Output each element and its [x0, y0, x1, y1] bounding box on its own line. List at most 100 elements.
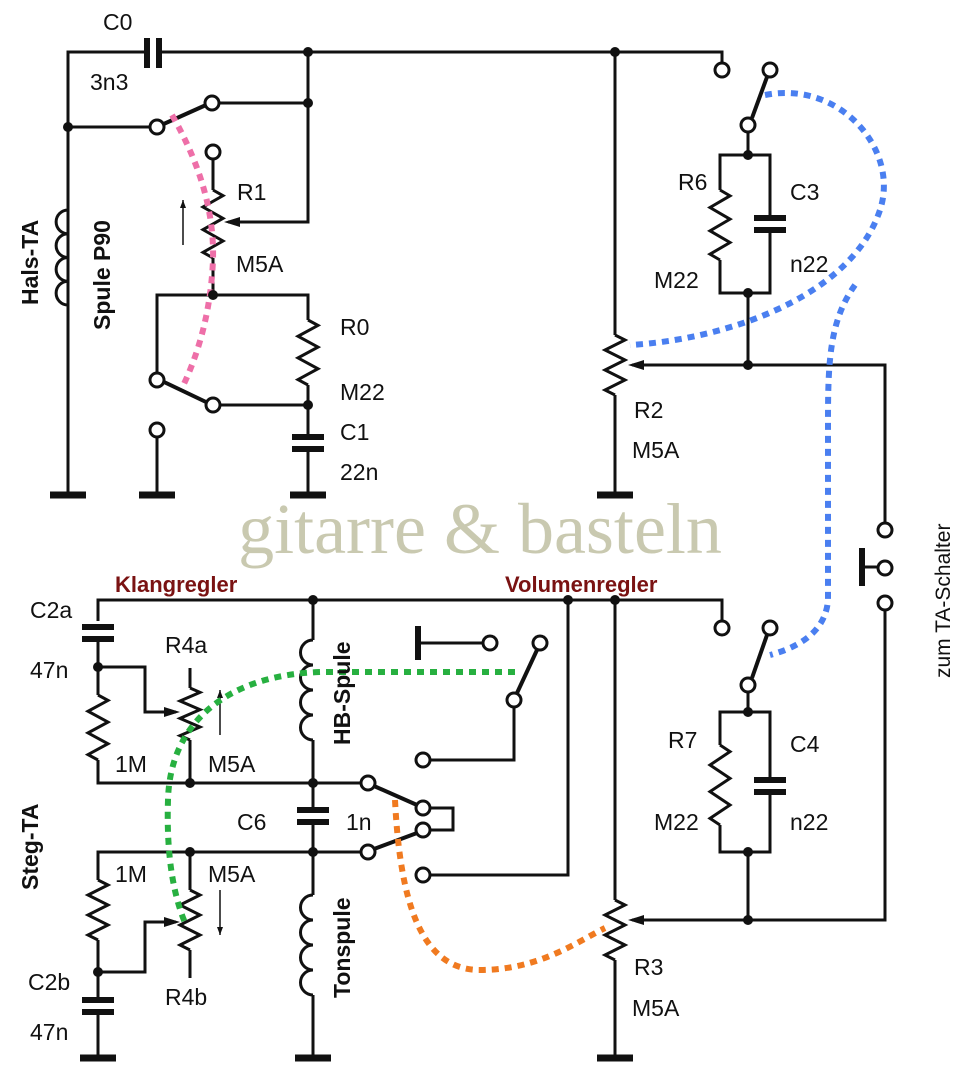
- junction-dot: [208, 290, 218, 300]
- r2-value: M5A: [632, 437, 680, 463]
- r1-direction-arrow: [180, 200, 186, 208]
- r0-value: M22: [340, 379, 385, 405]
- r1-label: R1: [237, 179, 266, 205]
- c4-label: C4: [790, 731, 820, 757]
- junction-dot: [610, 47, 620, 57]
- wire: [96, 850, 361, 880]
- r3-value: M5A: [632, 995, 680, 1021]
- junction-dot: [743, 150, 753, 160]
- wire: [430, 600, 570, 877]
- r4-linkage-green: [164, 669, 515, 927]
- junction-dot: [743, 707, 753, 717]
- neck-pickup-label: Hals-TA: [17, 220, 43, 305]
- wire: [632, 363, 887, 523]
- neck-coil-label: Spule P90: [89, 220, 115, 330]
- junction-dot: [563, 595, 573, 605]
- wire: [430, 707, 516, 762]
- c0-value: 3n3: [90, 69, 128, 95]
- r4a-fixed-resistor: [84, 693, 112, 762]
- c3-value: n22: [790, 251, 828, 277]
- junction-dot: [93, 662, 103, 672]
- r6-resistor: [707, 188, 733, 262]
- switch-terminal: [414, 866, 432, 884]
- r2-potentiometer: [601, 333, 629, 397]
- r6-value: M22: [654, 267, 699, 293]
- c1-value: 22n: [340, 459, 378, 485]
- wires: [50, 38, 887, 1062]
- switch-terminal: [414, 751, 432, 769]
- c3-label: C3: [790, 179, 819, 205]
- c2b-label: C2b: [28, 969, 70, 995]
- r1-potentiometer: [199, 188, 227, 260]
- r4a-fixed-label: 1M: [115, 751, 147, 777]
- switch-terminal: [414, 821, 432, 839]
- switch-terminal: [876, 559, 894, 577]
- wire: [96, 760, 361, 785]
- r1-value: M5A: [236, 251, 284, 277]
- junction-dot: [63, 122, 73, 132]
- junction-dot: [743, 915, 753, 925]
- wire: [430, 806, 455, 832]
- tone-coil: [299, 893, 314, 997]
- switch-lever: [515, 649, 539, 694]
- c6-value: 1n: [346, 809, 372, 835]
- switch-terminal: [359, 843, 377, 861]
- wiper-arrowhead: [164, 917, 180, 927]
- switch-lever: [156, 103, 207, 129]
- c1-label: C1: [340, 419, 369, 445]
- r7-value: M22: [654, 809, 699, 835]
- switch-terminal: [713, 61, 731, 79]
- r4b-potentiometer: [176, 888, 204, 952]
- junction-dot: [308, 778, 318, 788]
- wire: [718, 710, 772, 780]
- switch-terminal: [713, 619, 731, 637]
- watermark: gitarre & basteln: [238, 489, 722, 569]
- r6-label: R6: [678, 169, 707, 195]
- switch-terminal: [761, 619, 779, 637]
- r4b-value: M5A: [208, 861, 256, 887]
- switch-terminal: [505, 691, 523, 709]
- r3-linkage-blue: [769, 283, 858, 658]
- switch-lever: [373, 784, 418, 807]
- junction-dot: [743, 847, 753, 857]
- c2a-label: C2a: [30, 597, 72, 623]
- wiper-arrowhead: [224, 217, 240, 227]
- r4a-value: M5A: [208, 751, 256, 777]
- wiper-arrowhead: [628, 915, 644, 925]
- switch-terminal: [148, 421, 166, 439]
- r4a-potentiometer: [176, 686, 204, 742]
- r0-label: R0: [340, 314, 369, 340]
- hb-coil-label: HB-Spule: [329, 642, 355, 746]
- section-tone-label: Klangregler: [115, 572, 238, 597]
- r3-label: R3: [634, 954, 663, 980]
- r7-resistor: [707, 743, 733, 827]
- switch-terminal: [359, 774, 377, 792]
- tone-coil-label: Tonspule: [329, 897, 355, 998]
- hb-coil: [299, 638, 314, 742]
- switch-terminal: [761, 61, 779, 79]
- c0-label: C0: [103, 9, 132, 35]
- wiper-arrowhead: [628, 360, 644, 370]
- junction-dot: [308, 847, 318, 857]
- junction-dot: [303, 47, 313, 57]
- selector-linkage-orange: [392, 799, 607, 974]
- switch-lever: [750, 634, 769, 679]
- c6-label: C6: [237, 809, 266, 835]
- bridge-pickup-label: Steg-TA: [17, 804, 43, 890]
- switch-terminal: [739, 116, 757, 134]
- wire: [632, 610, 887, 922]
- linkage-lines: [164, 90, 887, 974]
- r3-potentiometer: [601, 898, 629, 962]
- switch-terminal: [204, 396, 222, 414]
- wire: [718, 153, 772, 218]
- r0-resistor: [294, 318, 322, 387]
- switch-terminal: [203, 94, 221, 112]
- wire: [98, 665, 176, 714]
- side-label: zum TA-Schalter: [932, 524, 955, 678]
- junction-dot: [93, 967, 103, 977]
- junction-dot: [303, 400, 313, 410]
- r2-label: R2: [634, 397, 663, 423]
- junction-dot: [743, 360, 753, 370]
